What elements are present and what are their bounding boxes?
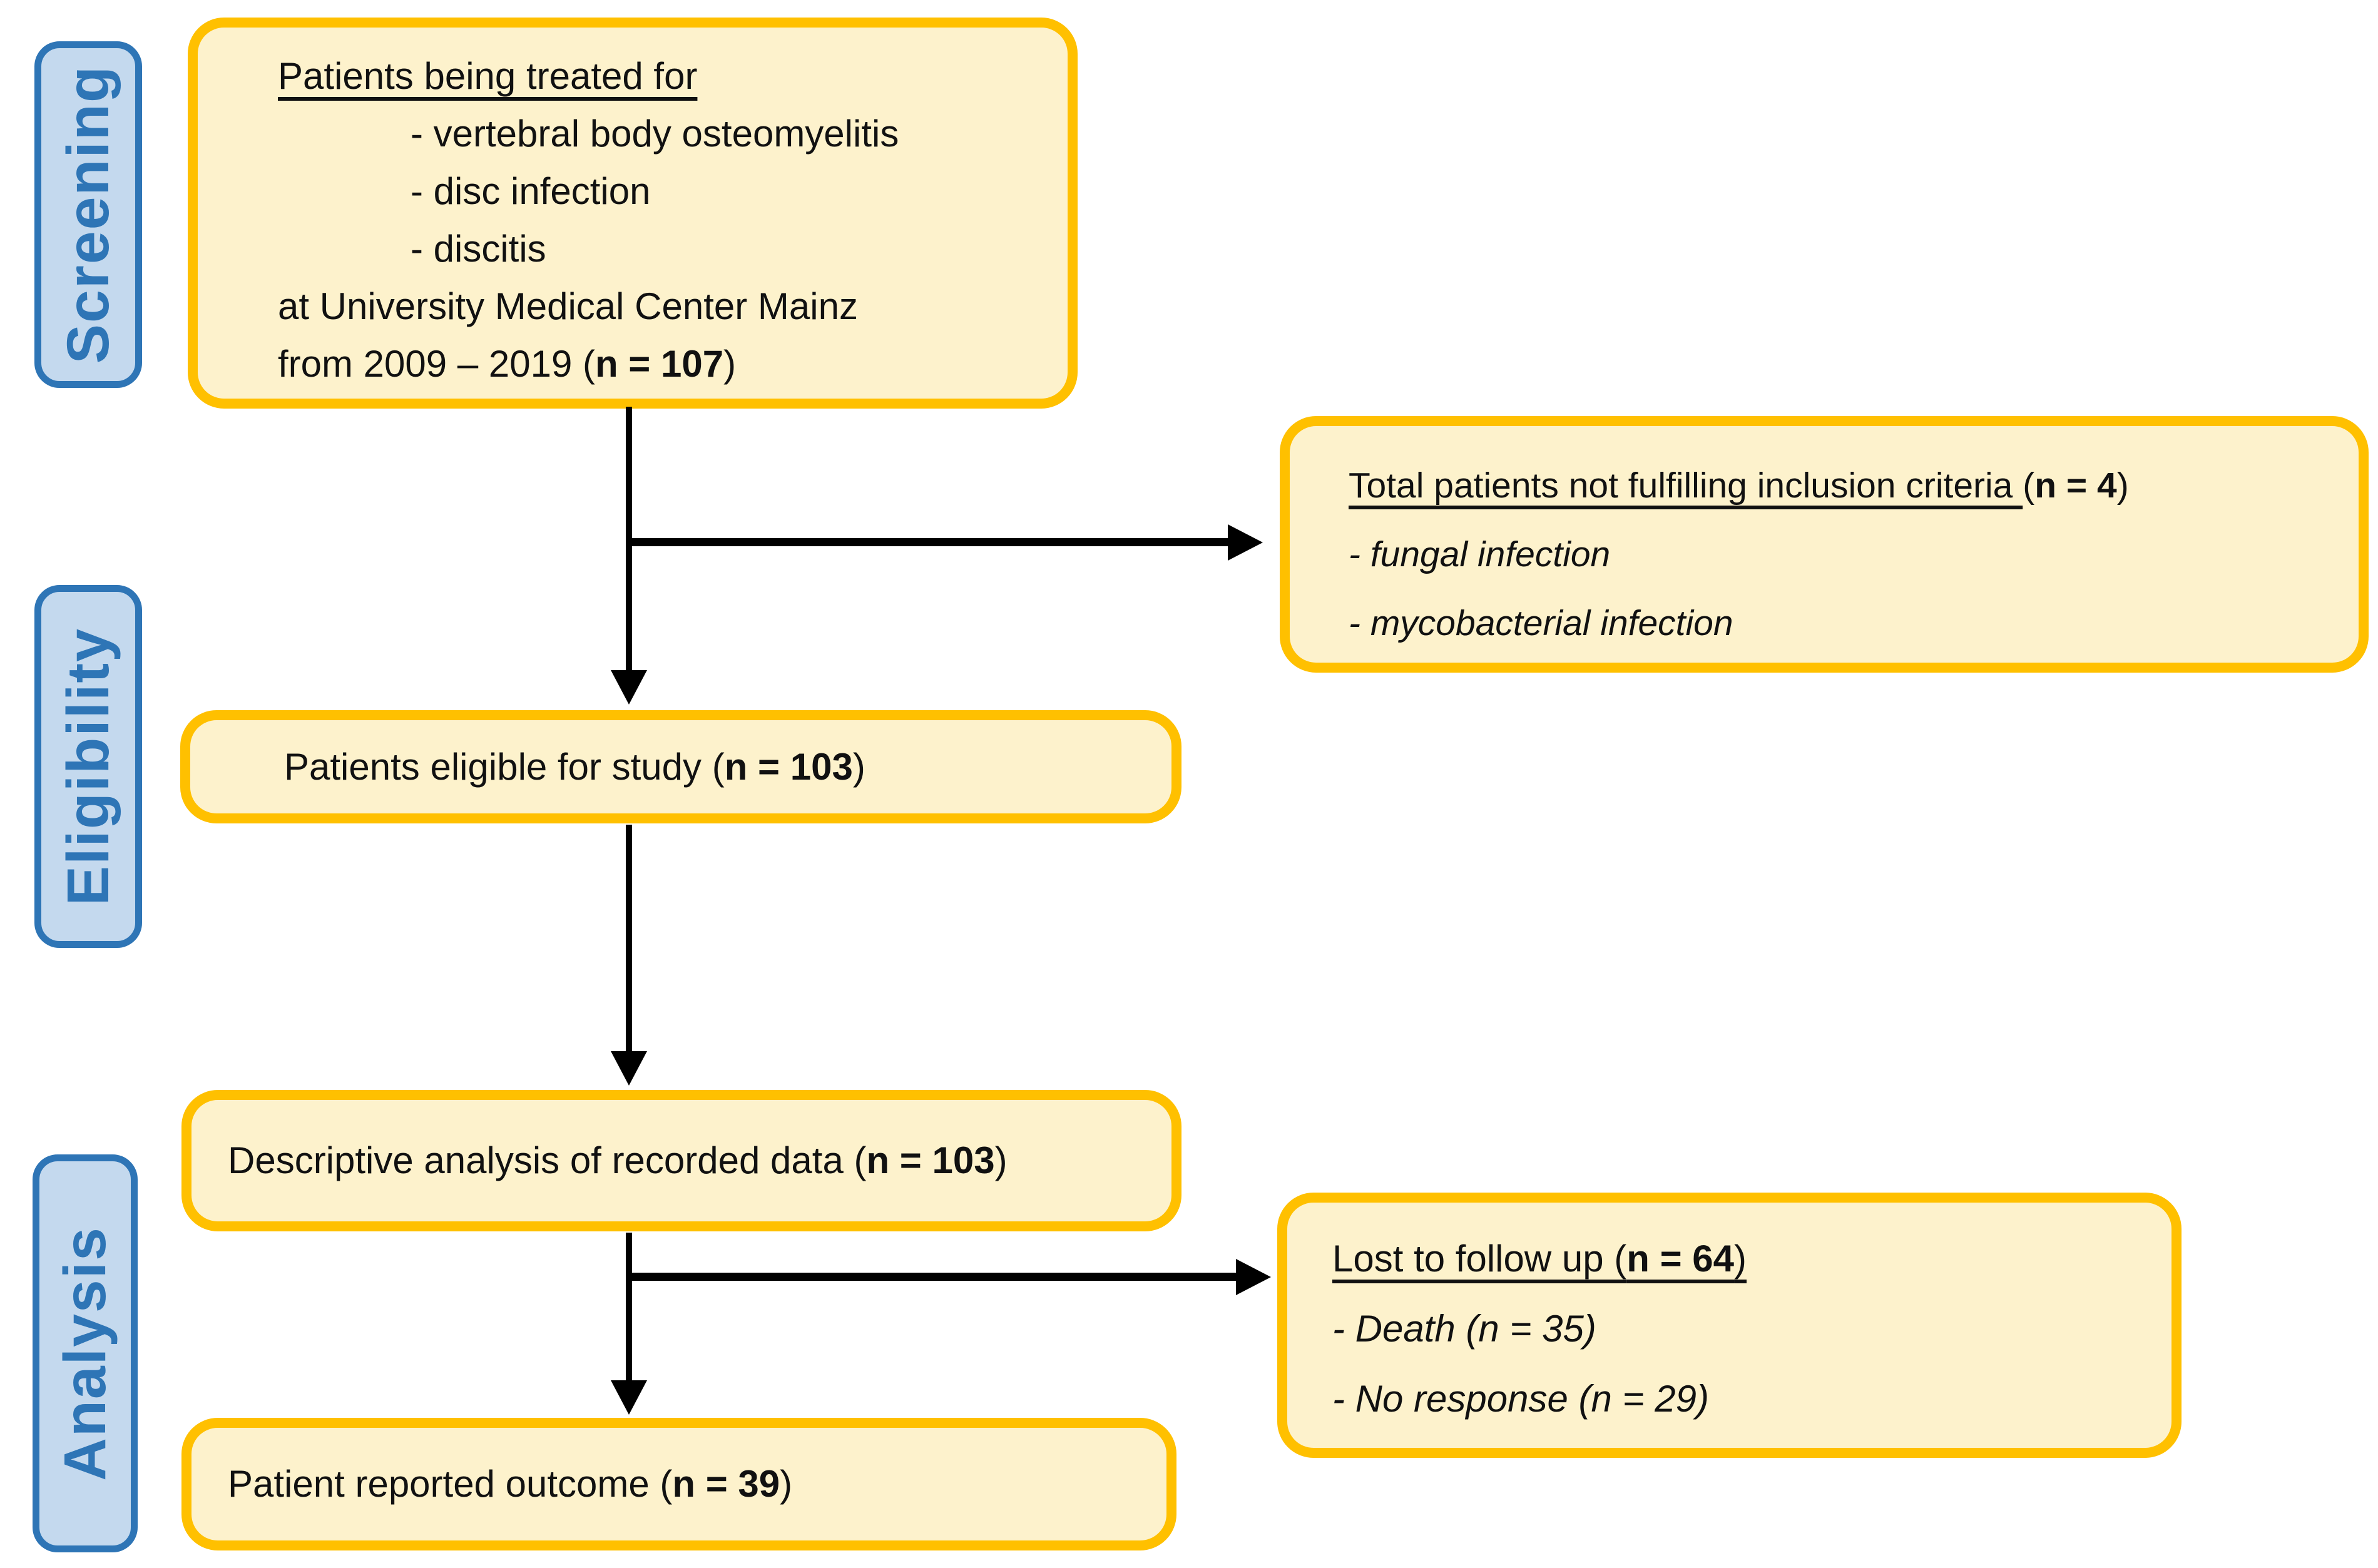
arrow-branch-to-lost-head-icon [1236, 1259, 1271, 1295]
box-not-fulfilling-criteria-bullet-1: - fungal infection [1349, 534, 1611, 574]
box-lost-to-follow-up: Lost to follow up (n = 64) - Death (n = … [1277, 1193, 2182, 1458]
box-descriptive-analysis-text: Descriptive analysis of recorded data (n… [228, 1139, 1008, 1181]
stage-label-screening: Screening [34, 41, 142, 388]
arrow-eligible-to-analysis-line [626, 825, 632, 1052]
box-descriptive-analysis: Descriptive analysis of recorded data (n… [181, 1090, 1181, 1231]
stage-label-analysis: Analysis [33, 1154, 138, 1552]
box-patient-reported-outcome: Patient reported outcome (n = 39) [181, 1418, 1176, 1550]
box-patients-eligible: Patients eligible for study (n = 103) [180, 710, 1181, 823]
arrow-source-to-eligible-head-icon [611, 670, 647, 705]
n-value: n = 107 [594, 343, 724, 385]
box-patients-screened-bullet-3: - discitis [411, 228, 546, 270]
box-not-fulfilling-criteria-bullet-2: - mycobacterial infection [1349, 603, 1733, 643]
stage-label-eligibility-text: Eligibility [54, 627, 121, 906]
n-value: n = 4 [2034, 466, 2117, 506]
box-patients-screened-bullet-2: - disc infection [411, 170, 651, 212]
box-lost-to-follow-up-bullet-1: - Death (n = 35) [1332, 1308, 1596, 1350]
box-patients-screened-bullet-1: - vertebral body osteomyelitis [411, 113, 899, 155]
n-value: n = 39 [672, 1463, 780, 1505]
box-patients-eligible-text: Patients eligible for study (n = 103) [284, 745, 865, 788]
box-patient-reported-outcome-text: Patient reported outcome (n = 39) [228, 1463, 793, 1505]
arrow-branch-to-excluded-head-icon [1228, 524, 1263, 561]
box-not-fulfilling-criteria-title: Total patients not fulfilling inclusion … [1349, 466, 2129, 506]
arrow-analysis-to-outcome-head-icon [611, 1380, 647, 1415]
box-patients-screened-title: Patients being treated for [278, 55, 698, 97]
n-value: n = 64 [1626, 1238, 1735, 1280]
stage-label-analysis-text: Analysis [51, 1226, 118, 1481]
stage-label-screening-text: Screening [54, 65, 121, 364]
arrow-branch-to-excluded-line [626, 538, 1230, 546]
stage-label-eligibility: Eligibility [34, 585, 142, 948]
box-lost-to-follow-up-bullet-2: - No response (n = 29) [1332, 1378, 1709, 1420]
n-value: n = 103 [866, 1139, 995, 1181]
box-lost-to-follow-up-title: Lost to follow up (n = 64) [1332, 1238, 1747, 1280]
arrow-eligible-to-analysis-head-icon [611, 1051, 647, 1086]
box-patients-screened-period: from 2009 – 2019 (n = 107) [278, 343, 737, 385]
box-patients-screened: Patients being treated for - vertebral b… [188, 18, 1078, 409]
n-value: n = 103 [724, 745, 853, 788]
arrow-branch-to-lost-line [626, 1273, 1238, 1281]
box-not-fulfilling-criteria: Total patients not fulfilling inclusion … [1280, 416, 2369, 673]
box-patients-screened-location: at University Medical Center Mainz [278, 285, 858, 327]
arrow-analysis-to-outcome-line [626, 1233, 632, 1382]
